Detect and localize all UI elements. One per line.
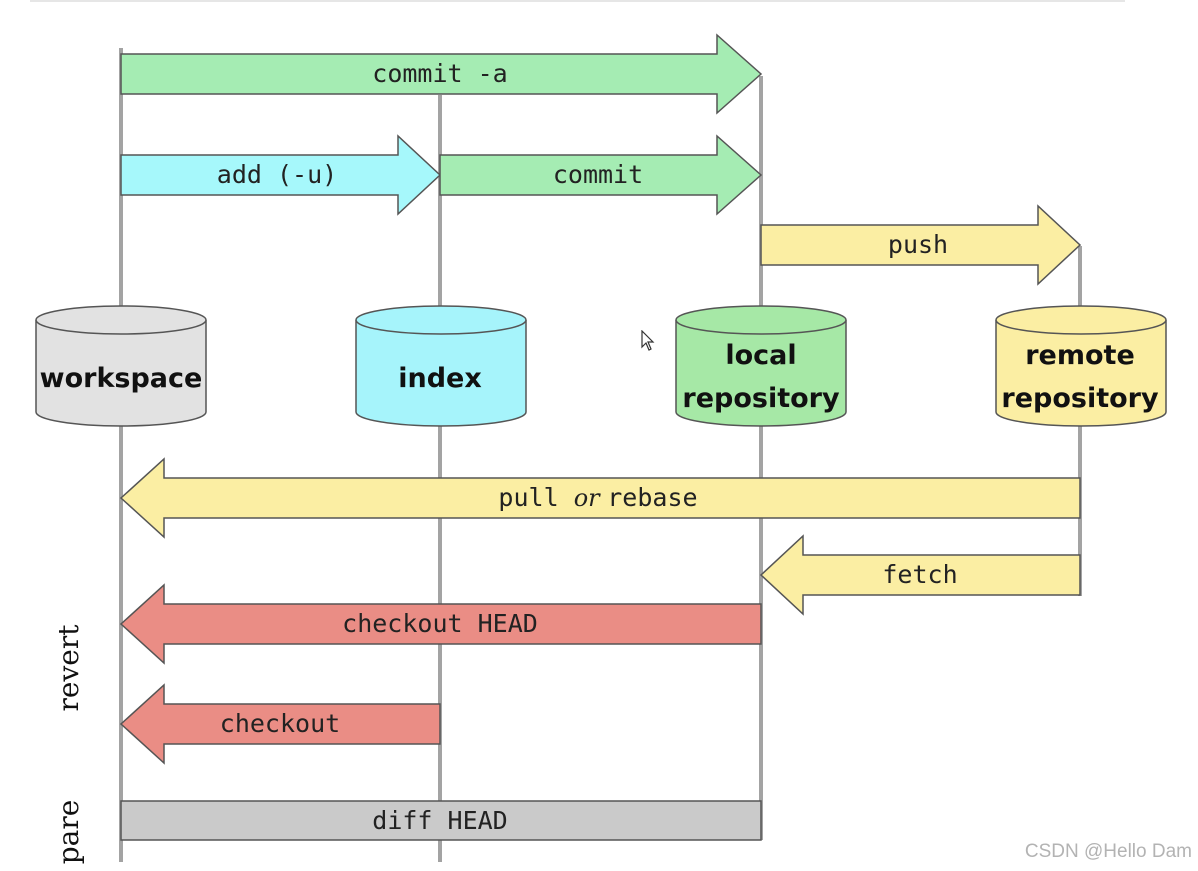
mouse-cursor-icon [641,330,655,351]
workspace-node: workspace [35,305,207,427]
add-arrow: add (-u) [120,134,442,216]
pull-rebase-label: pull or rebase [498,483,697,512]
commit-label: commit [553,160,643,189]
local-label-line2: repository [682,383,840,414]
checkout-arrow: checkout [119,683,441,765]
local-label-line1: local [725,340,796,371]
pull-word: pull [498,483,573,512]
checkout-label: checkout [220,709,340,738]
local-repository-node: local repository [675,305,847,427]
checkout-head-arrow: checkout HEAD [119,583,762,665]
or-word: or [574,484,608,512]
commit-arrow: commit [439,134,763,216]
fetch-label: fetch [882,560,957,589]
commit-a-arrow: commit -a [120,33,763,115]
remote-label-line1: remote [1025,340,1135,371]
push-arrow: push [760,204,1082,286]
index-label: index [398,363,482,394]
remote-repository-node: remote repository [995,305,1167,427]
diff-head-label: diff HEAD [372,806,507,835]
commit-a-label: commit -a [372,59,507,88]
remote-label-line2: repository [1001,383,1159,414]
watermark: CSDN @Hello Dam [1024,841,1192,862]
rebase-word: rebase [607,483,697,512]
fetch-arrow: fetch [759,534,1081,616]
workspace-label: workspace [40,363,203,394]
revert-side-label: revert [52,624,85,712]
diff-head-bar: diff HEAD [120,800,762,841]
checkout-head-label: checkout HEAD [342,609,538,638]
add-label: add (-u) [217,160,337,189]
push-label: push [888,230,948,259]
compare-side-label: pare [52,800,85,865]
pull-rebase-arrow: pull or rebase [119,457,1081,539]
index-node: index [355,305,527,427]
